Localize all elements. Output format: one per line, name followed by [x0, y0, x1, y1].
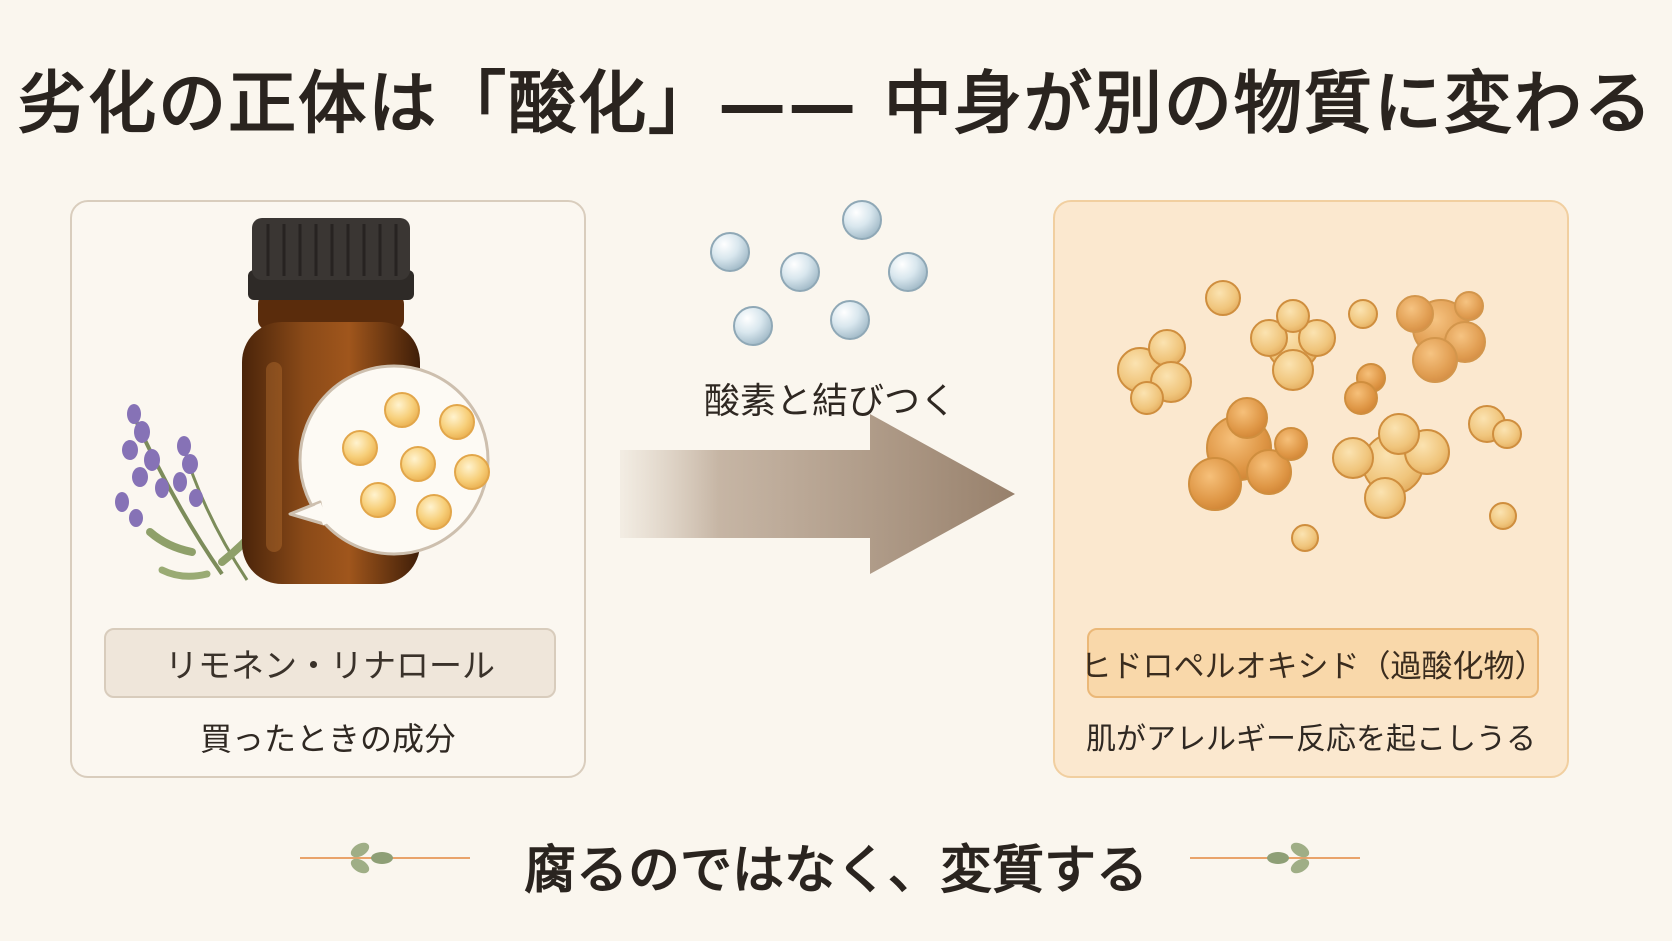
peroxide-caption: 肌がアレルギー反応を起こしうる [1086, 722, 1536, 757]
peroxide-blobs-illustration [1117, 280, 1522, 552]
oxidation-label: 酸素と結びつく [703, 381, 956, 422]
original-components-caption: 買ったときの成分 [199, 720, 456, 758]
page-title: 劣化の正体は「酸化」—— 中身が別の物質に変わる [18, 64, 1654, 144]
leaf-ornament-right-icon [1190, 842, 1360, 874]
lavender-icon [115, 404, 266, 581]
molecule-bubble [288, 364, 490, 556]
left-panel-original-components: リモネン・リナロール 買ったときの成分 [70, 200, 586, 778]
right-arrow-icon [620, 414, 1015, 574]
right-panel-peroxide: ヒドロペルオキシド（過酸化物） 肌がアレルギー反応を起こしうる [1053, 200, 1569, 778]
essential-oil-bottle-illustration [115, 218, 490, 584]
peroxide-molecule-icon [1117, 280, 1522, 552]
original-components-label: リモネン・リナロール [104, 628, 556, 698]
peroxide-label: ヒドロペルオキシド（過酸化物） [1081, 628, 1546, 698]
leaf-ornament-left-icon [300, 842, 470, 874]
oxygen-bubbles-icon [710, 200, 928, 346]
conclusion-text: 腐るのではなく、変質する [523, 840, 1148, 901]
molecule-icon [342, 392, 490, 530]
oxidation-transition [620, 200, 1015, 574]
